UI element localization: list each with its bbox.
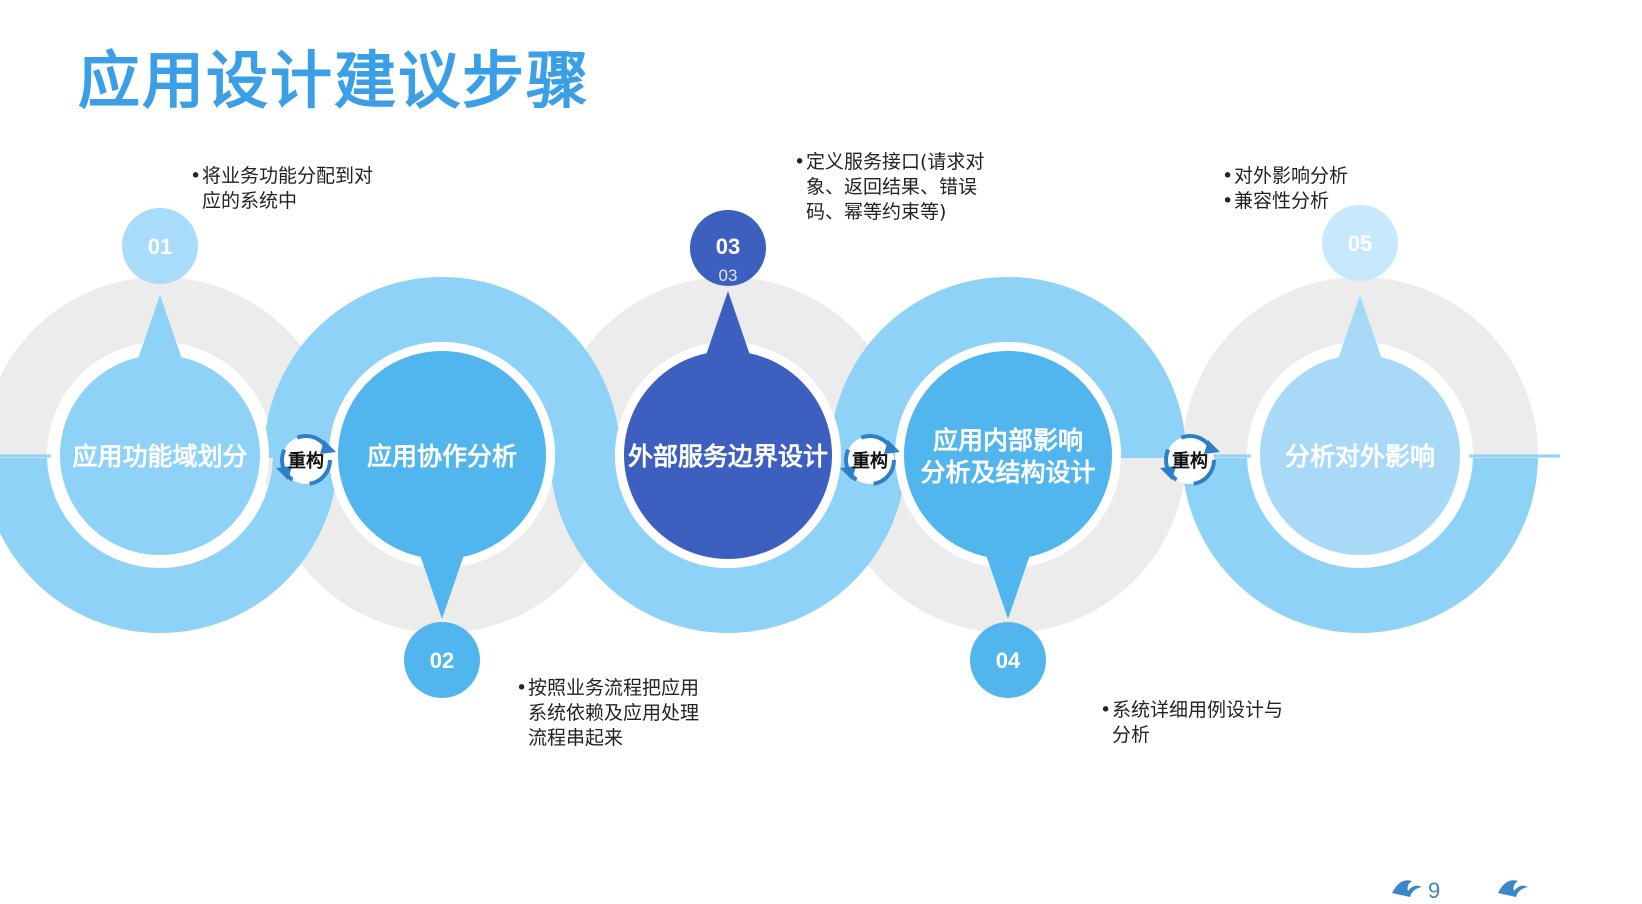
step-pointer bbox=[418, 549, 466, 619]
blue-ring-half bbox=[1182, 458, 1538, 633]
step-number-badge bbox=[1322, 205, 1398, 281]
step-number-badge bbox=[970, 622, 1046, 698]
connector-label: 重构 bbox=[852, 450, 888, 472]
step-circle bbox=[60, 355, 260, 555]
step-pointer bbox=[704, 291, 752, 361]
step-05-note: 对外影响分析兼容性分析 bbox=[1222, 164, 1348, 214]
step-label: 分析及结构设计 bbox=[920, 458, 1095, 487]
step-circle bbox=[338, 351, 546, 559]
arrow-head-icon bbox=[320, 440, 336, 454]
page-number: 9 bbox=[1428, 878, 1441, 903]
step-number-badge bbox=[122, 208, 198, 284]
step-label: 应用功能域划分 bbox=[72, 442, 247, 471]
step-label: 外部服务边界设计 bbox=[628, 442, 828, 471]
step-circle bbox=[1260, 355, 1460, 555]
step-label: 分析对外影响 bbox=[1285, 442, 1435, 471]
step-number: 05 bbox=[1348, 231, 1372, 256]
ring-half bbox=[550, 458, 906, 633]
arrow-head-icon bbox=[884, 440, 900, 454]
step-pointer bbox=[984, 549, 1032, 619]
arrow-head-icon bbox=[1160, 466, 1176, 480]
blue-ring-half bbox=[550, 458, 906, 633]
cycle-arrow-icon bbox=[1164, 434, 1216, 486]
note-bullet: 对外影响分析 bbox=[1222, 164, 1348, 189]
step-sub-number: 03 bbox=[719, 266, 738, 285]
connector-label: 重构 bbox=[1172, 450, 1208, 472]
step-circle bbox=[904, 351, 1112, 559]
ring-half bbox=[1182, 458, 1538, 633]
note-bullet: 兼容性分析 bbox=[1222, 189, 1348, 214]
step-number: 04 bbox=[996, 648, 1021, 673]
step-label: 应用协作分析 bbox=[367, 442, 517, 471]
page-title: 应用设计建议步骤 bbox=[78, 44, 591, 117]
cycle-arrow-icon bbox=[280, 434, 332, 486]
step-number-badge bbox=[690, 210, 766, 286]
ring-half bbox=[0, 458, 338, 633]
step-number: 01 bbox=[148, 234, 172, 259]
connector-label: 重构 bbox=[288, 450, 324, 472]
arrow-head-icon bbox=[1204, 440, 1220, 454]
cycle-arrow-icon bbox=[844, 434, 896, 486]
step-label: 应用内部影响 bbox=[933, 426, 1083, 455]
bird-logo-icon bbox=[1498, 880, 1528, 897]
step-circle bbox=[624, 351, 832, 559]
blue-ring-half bbox=[0, 458, 338, 633]
refactor-connector: 重构 bbox=[276, 434, 336, 486]
step-number-badge bbox=[404, 622, 480, 698]
arrow-head-icon bbox=[276, 466, 292, 480]
step-pointer bbox=[136, 295, 184, 365]
step-pointer bbox=[1336, 295, 1384, 365]
refactor-connector: 重构 bbox=[1160, 434, 1220, 486]
arrow-head-icon bbox=[840, 466, 856, 480]
step-number: 03 bbox=[716, 234, 740, 259]
bird-logo-icon bbox=[1392, 880, 1422, 897]
refactor-connector: 重构 bbox=[840, 434, 900, 486]
step-number: 02 bbox=[430, 648, 454, 673]
